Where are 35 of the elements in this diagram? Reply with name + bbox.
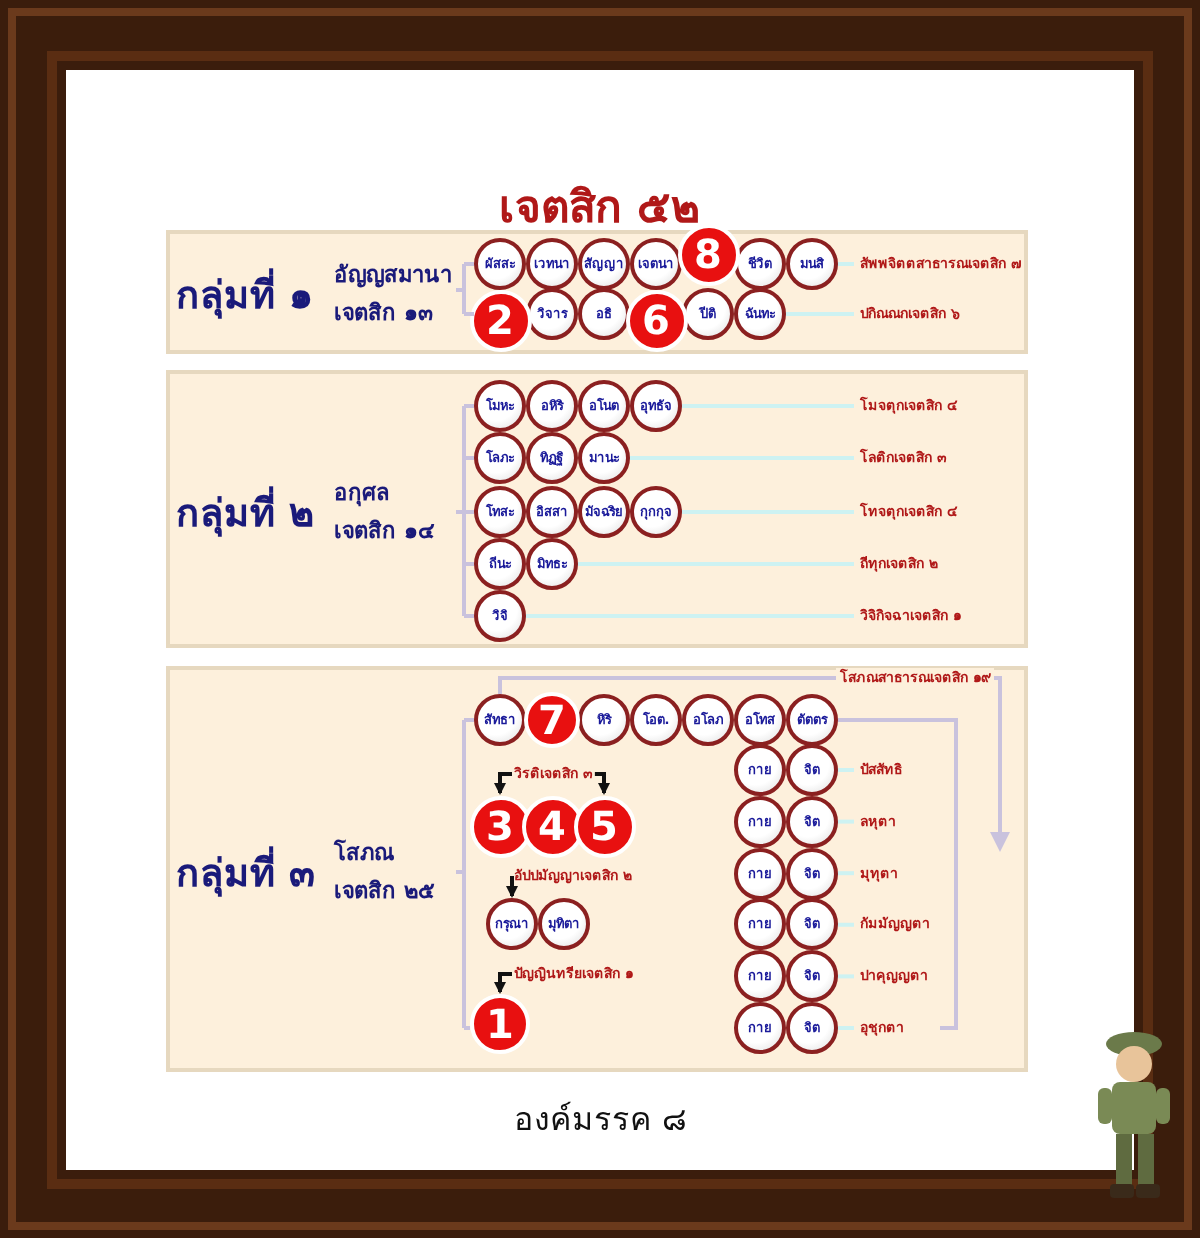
group-subtitle: อกุศล เจตสิก ๑๔	[334, 477, 434, 547]
number-badge: 3	[469, 795, 531, 857]
connector-line	[838, 974, 854, 979]
connector-line	[838, 1026, 854, 1030]
arrow	[494, 772, 512, 795]
group-heading: กลุ่มที่ ๒	[176, 481, 316, 541]
group-panel	[166, 666, 1028, 1072]
connector-line	[682, 404, 854, 408]
group-heading: กลุ่มที่ ๓	[176, 841, 316, 901]
group-panel	[166, 370, 1028, 648]
group-subtitle: อัญญสมานา เจตสิก ๑๓	[334, 260, 452, 330]
connector-line	[838, 871, 854, 876]
connector-line	[578, 562, 854, 566]
arrow	[494, 972, 512, 994]
connector-line	[838, 768, 854, 772]
number-badge: 6	[625, 289, 687, 351]
connector-line	[682, 510, 854, 514]
arrow	[506, 874, 518, 898]
caption: องค์มรรค ๘	[511, 1098, 689, 1142]
group-subtitle: โสภณ เจตสิก ๒๕	[334, 837, 434, 907]
number-badge: 7	[524, 692, 580, 748]
number-badge: 2	[469, 289, 531, 351]
arrow	[594, 772, 610, 795]
connector-line	[838, 262, 854, 266]
number-badge: 5	[573, 795, 635, 857]
number-badge: 8	[677, 223, 739, 285]
group-panel	[166, 230, 1028, 354]
connector-line	[526, 614, 854, 618]
connector-line	[786, 312, 854, 316]
connector-line	[630, 456, 854, 460]
number-badge: 1	[470, 994, 530, 1054]
connector-line	[838, 922, 854, 927]
number-badge: 4	[521, 795, 583, 857]
connector-line	[838, 819, 854, 824]
group-heading: กลุ่มที่ ๑	[176, 264, 314, 324]
